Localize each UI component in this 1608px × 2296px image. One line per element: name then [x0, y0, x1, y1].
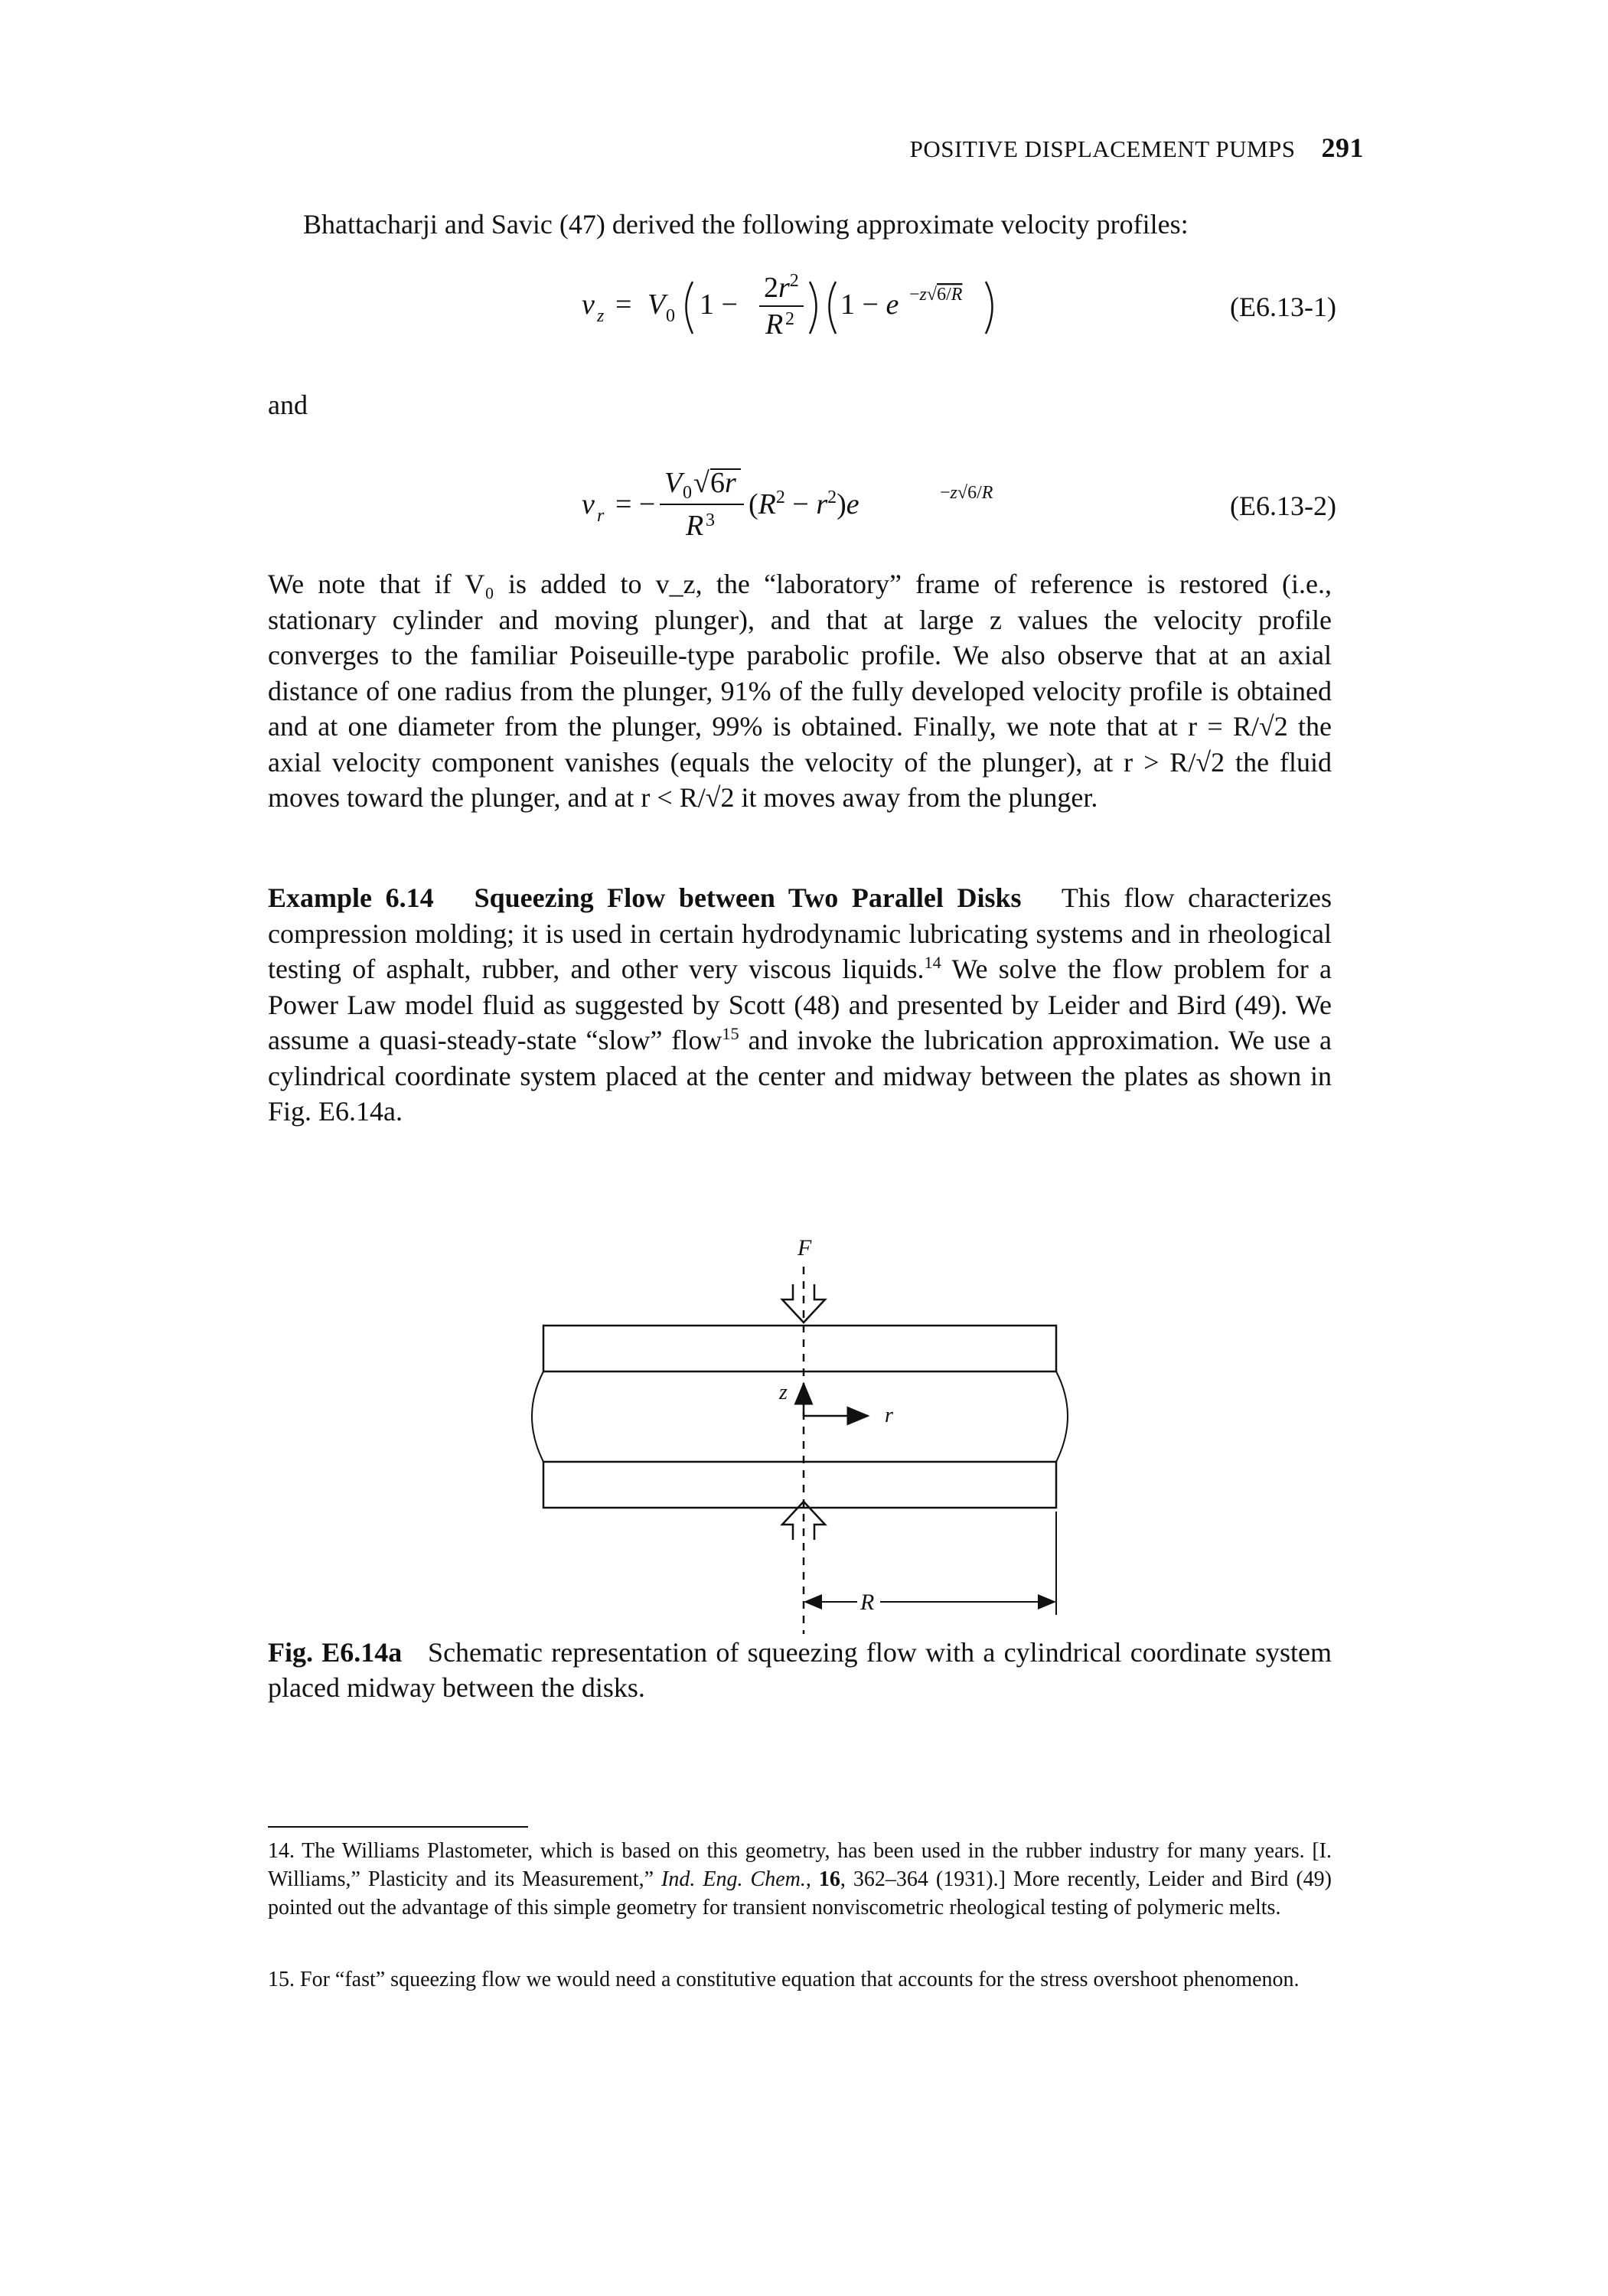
svg-text:0: 0 [666, 306, 675, 326]
intro-paragraph: Bhattacharji and Savic (47) derived the … [303, 209, 1189, 240]
radius-label: R [859, 1590, 874, 1615]
discussion-paragraph: We note that if V₀ is added to v_z, the … [268, 569, 1332, 813]
example-label: Example 6.14 [268, 882, 434, 913]
example-paragraph: Example 6.14 Squeezing Flow between Two … [268, 880, 1332, 1130]
squeezing-flow-figure: F z r R [531, 1235, 1068, 1634]
svg-text:−z√6/R: −z√6/R [940, 483, 993, 503]
figure-caption: Fig. E6.14a Schematic representation of … [268, 1635, 1332, 1705]
svg-text:√: √ [693, 467, 709, 499]
svg-text:−z√6/R: −z√6/R [909, 285, 963, 305]
svg-text:z: z [596, 306, 605, 326]
footnote-ref-15: 15 [722, 1024, 739, 1043]
footnote-15: 15. For “fast” squeezing flow we would n… [268, 1968, 1300, 1991]
footnote-14: 14. The Williams Plastometer, which is b… [268, 1837, 1332, 1922]
footnote-divider [268, 1826, 528, 1828]
r-axis-label: r [885, 1404, 893, 1427]
svg-text:R: R [765, 308, 783, 341]
force-label-top: F [797, 1235, 812, 1261]
svg-text:2: 2 [785, 309, 794, 329]
z-axis-label: z [778, 1381, 788, 1404]
footnote-14-journal: Ind. Eng. Chem. [661, 1867, 806, 1891]
and-connector: and [268, 390, 308, 420]
running-header: POSITIVE DISPLACEMENT PUMPS 291 [268, 132, 1364, 164]
footnote-ref-14: 14 [924, 953, 941, 972]
bottom-force-arrow-icon [780, 1500, 827, 1540]
equation-number-2: (E6.13-2) [1230, 491, 1336, 521]
footnote-14-sep: , [805, 1867, 819, 1891]
svg-text:(R2 − r2)e: (R2 − r2)e [749, 488, 859, 520]
fluid-bulge-left [531, 1371, 544, 1463]
fluid-bulge-right [1055, 1371, 1068, 1463]
footnote-14-text-c: , 362–364 (1931).] More recently, Leider… [268, 1867, 1332, 1919]
footnote-14-volume: 16 [818, 1867, 840, 1891]
svg-text:3: 3 [706, 510, 715, 530]
svg-text:R: R [685, 510, 703, 542]
bottom-disk [542, 1460, 1058, 1509]
svg-text:v: v [582, 289, 595, 321]
svg-text:2r2: 2r2 [764, 271, 799, 304]
example-text-b: We solve the flow problem for a Power La… [268, 954, 1332, 1055]
footnote-14-text-a: 14. The Williams Plastometer, which is b… [268, 1839, 1332, 1891]
svg-text:0: 0 [683, 483, 692, 503]
svg-text:= −: = − [615, 488, 655, 520]
svg-text:v: v [582, 488, 595, 520]
example-text-a: This flow characterizes compression mold… [268, 882, 1332, 984]
svg-text:1 −: 1 − [700, 289, 738, 321]
top-force-arrow-icon [780, 1284, 827, 1324]
svg-text:=: = [615, 289, 631, 321]
header-title: POSITIVE DISPLACEMENT PUMPS [909, 135, 1296, 162]
svg-text:1 − e: 1 − e [840, 289, 899, 321]
top-disk [542, 1324, 1058, 1373]
svg-text:r: r [597, 506, 605, 526]
caption-label: Fig. E6.14a [268, 1637, 403, 1668]
example-text-c: and invoke the lubrication approximation… [268, 1025, 1332, 1127]
caption-text: Schematic representation of squeezing fl… [268, 1637, 1332, 1703]
svg-text:V: V [647, 289, 668, 321]
equation-number-1: (E6.13-1) [1230, 292, 1336, 322]
page-number: 291 [1321, 132, 1364, 163]
svg-text:V: V [664, 467, 685, 499]
example-title: Squeezing Flow between Two Parallel Disk… [474, 882, 1022, 913]
svg-text:6r: 6r [710, 467, 736, 499]
